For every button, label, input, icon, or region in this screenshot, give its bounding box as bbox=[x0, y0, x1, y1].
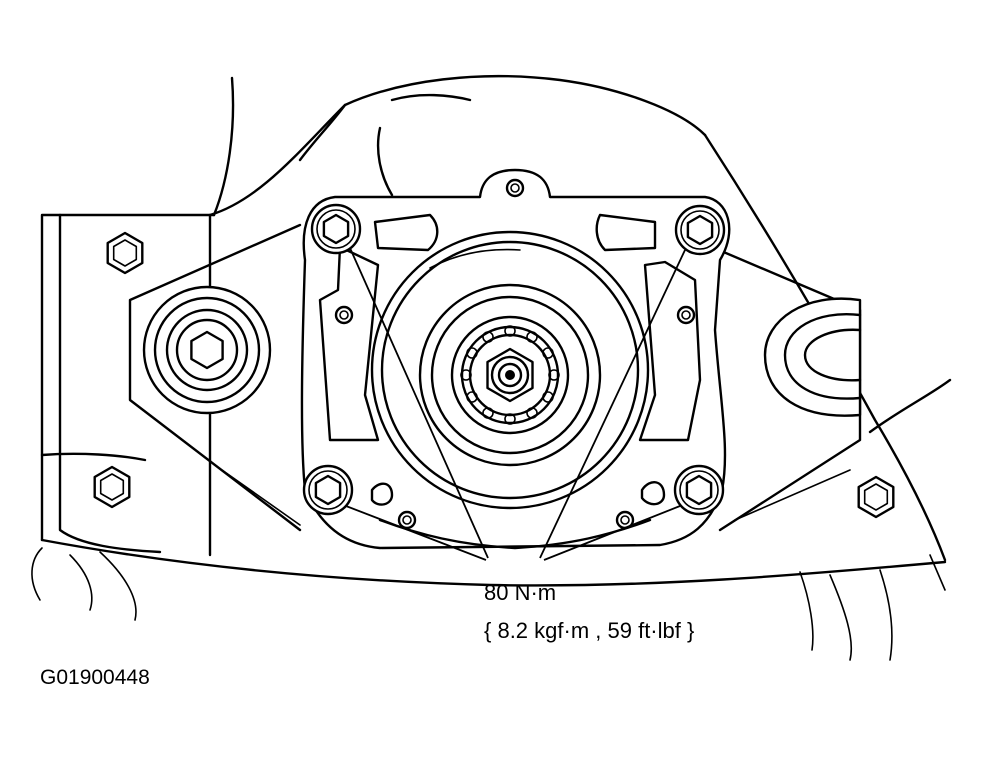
left-idler-pulley bbox=[142, 285, 272, 415]
torque-alternate-units-label: { 8.2 kgf·m , 59 ft·lbf } bbox=[484, 618, 695, 643]
engine-block-outline bbox=[31, 74, 952, 661]
torque-value-label: 80 N·m bbox=[484, 580, 557, 605]
torque-leader-lines bbox=[345, 247, 686, 561]
bearing-assembly bbox=[370, 230, 650, 510]
figure-id-label: G01900448 bbox=[40, 666, 150, 689]
right-idler-pulley bbox=[763, 297, 862, 417]
mounting-holes bbox=[334, 178, 696, 530]
